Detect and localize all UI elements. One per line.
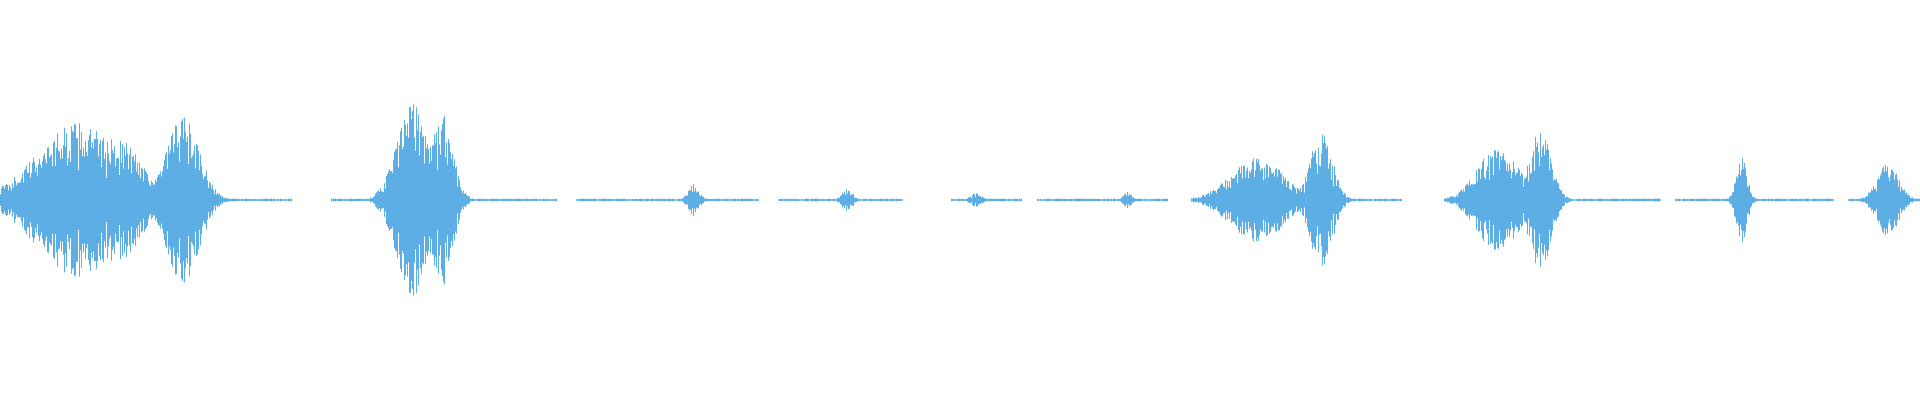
- waveform-samples: [0, 104, 1920, 296]
